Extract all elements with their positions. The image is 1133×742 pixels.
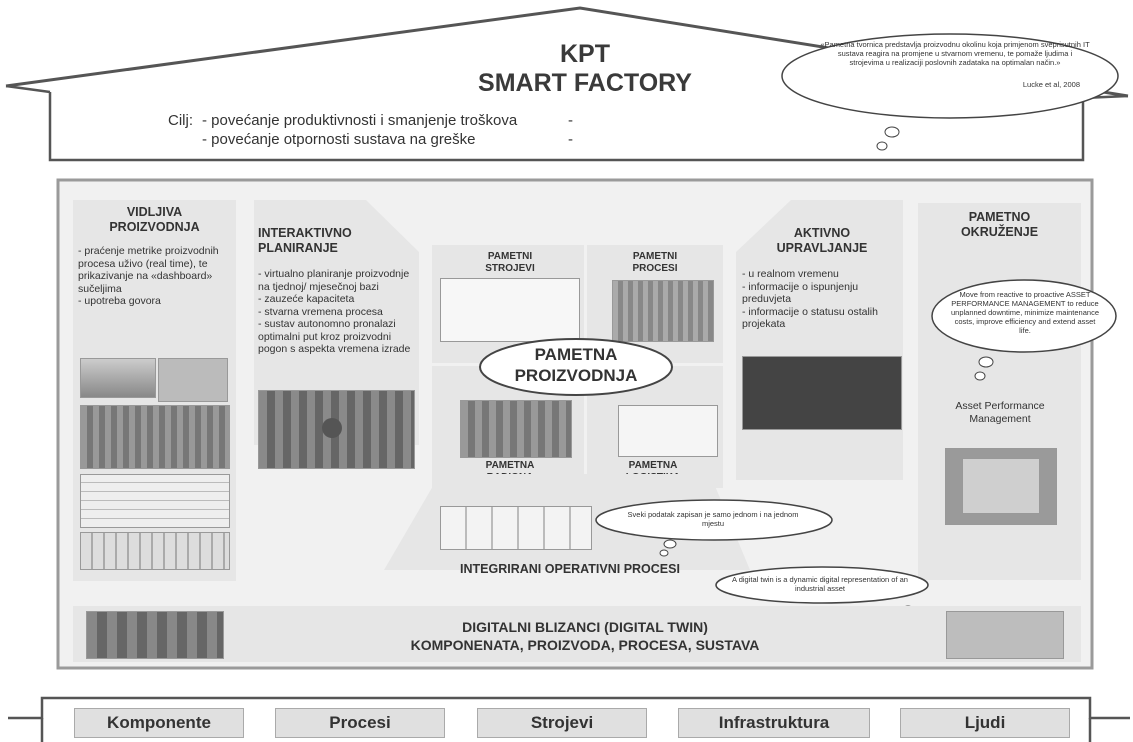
data-cloud-text: Sveki podatak zapisan je samo jednom i n…	[627, 510, 799, 528]
digital-twin-line2: KOMPONENATA, PROIZVODA, PROCESA, SUSTAVA	[410, 637, 760, 653]
schedule-board-image	[80, 532, 230, 570]
title-line-kpt: KPT	[560, 40, 610, 68]
digital-twin-text: DIGITALNI BLIZANCI (DIGITAL TWIN) KOMPON…	[250, 618, 920, 654]
interaktivno-title-line2: PLANIRANJE	[258, 241, 338, 255]
vidljiva-body: - praćenje metrike proizvodnih procesa u…	[78, 245, 219, 307]
digital-twin-line1: DIGITALNI BLIZANCI (DIGITAL TWIN)	[462, 619, 708, 635]
play-icon[interactable]	[322, 418, 342, 438]
okruzenje-title-line1: PAMETNO	[968, 210, 1031, 224]
vidljiva-title: VIDLJIVA PROIZVODNJA	[73, 205, 236, 235]
apm-cloud-icon	[931, 279, 1117, 381]
center-oval	[479, 338, 673, 396]
interaktivno-title: INTERAKTIVNO PLANIRANJE	[258, 226, 368, 256]
apm-panel-screen	[962, 458, 1040, 514]
pametna-proizvodnja-label: PAMETNA PROIZVODNJA	[476, 344, 676, 386]
visual-board-image	[80, 474, 230, 528]
strojevi-line1: PAMETNI	[487, 251, 533, 262]
active-management-dashboard-image	[742, 356, 902, 430]
apm-cloud-text: Move from reactive to proactive ASSET PE…	[950, 290, 1099, 335]
foundation-ljudi: Ljudi	[900, 708, 1070, 738]
goal-dash-1: -	[568, 112, 573, 129]
aktivno-title-line1: AKTIVNO	[793, 226, 851, 240]
vidljiva-title-line1: VIDLJIVA	[126, 205, 183, 219]
smart-processes-image	[612, 280, 714, 342]
panel-interaktivno	[254, 200, 419, 445]
okruzenje-title-line2: OKRUŽENJE	[960, 225, 1039, 239]
goal-dash-2: -	[568, 131, 573, 148]
quote-text: «Pametna tvornica predstavlja proizvodnu…	[820, 40, 1090, 67]
foundation-komponente: Komponente	[74, 708, 244, 738]
foundation-procesi: Procesi	[275, 708, 445, 738]
aktivno-title: AKTIVNO UPRAVLJANJE	[762, 226, 882, 256]
goal-1: - povećanje produktivnosti i smanjenje t…	[202, 112, 518, 129]
smart-logistics-diagram	[618, 405, 718, 457]
foundation-infrastruktura: Infrastruktura	[678, 708, 870, 738]
goal-2: - povećanje otpornosti sustava na greške	[202, 131, 476, 148]
process-flow-diagram	[440, 506, 592, 550]
strojevi-line2: STROJEVI	[485, 263, 535, 274]
oval-line2: PROIZVODNJA	[514, 366, 638, 385]
okruzenje-title: PAMETNO OKRUŽENJE	[918, 210, 1081, 240]
procesi-line2: PROCESI	[632, 263, 678, 274]
quote-source: Lucke et al, 2008	[1022, 80, 1080, 89]
digital-twin-right-image	[946, 611, 1064, 659]
aktivno-title-line2: UPRAVLJANJE	[776, 241, 868, 255]
title-line-smart-factory: SMART FACTORY	[478, 69, 692, 97]
digital-twin-left-image	[86, 611, 224, 659]
apm-label: Asset Performance Management	[955, 400, 1045, 425]
twin-cloud-text: A digital twin is a dynamic digital repr…	[732, 575, 908, 593]
smart-machines-diagram	[440, 278, 580, 342]
strojevi-label: PAMETNI STROJEVI	[460, 251, 560, 275]
smart-workshop-image	[460, 400, 572, 458]
factory-floor-image	[80, 405, 230, 469]
oval-line1: PAMETNA	[534, 345, 618, 364]
procesi-label: PAMETNI PROCESI	[605, 251, 705, 275]
goal-label: Cilj:	[168, 112, 193, 129]
logistika-line1: PAMETNA	[628, 460, 678, 471]
radiona-line1: PAMETNA	[485, 460, 535, 471]
procesi-line1: PAMETNI	[632, 251, 678, 262]
vr-headset-image	[80, 358, 156, 398]
vidljiva-title-line2: PROIZVODNJA	[109, 220, 200, 234]
digital-twin-band	[73, 606, 1081, 662]
data-cloud-icon	[595, 499, 833, 557]
aktivno-body: - u realnom vremenu - informacije o ispu…	[742, 268, 878, 330]
dashboard-screen-image	[158, 358, 228, 402]
interaktivno-body: - virtualno planiranje proizvodnje na tj…	[258, 268, 411, 355]
interaktivno-title-line1: INTERAKTIVNO	[258, 226, 352, 240]
page-title: KPT SMART FACTORY	[420, 40, 750, 98]
integrirani-label: INTEGRIRANI OPERATIVNI PROCESI	[460, 562, 680, 576]
foundation-strojevi: Strojevi	[477, 708, 647, 738]
quote-cloud-icon	[781, 33, 1119, 151]
